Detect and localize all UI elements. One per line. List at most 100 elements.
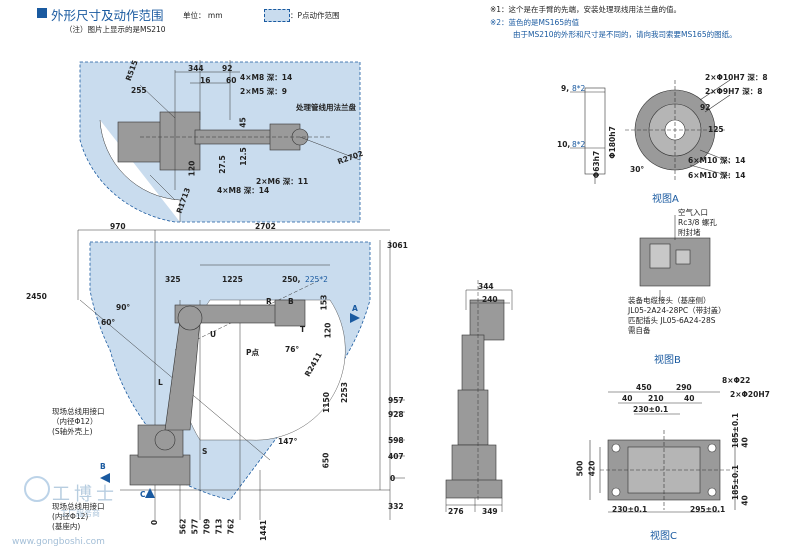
side-b0: 0 bbox=[150, 519, 160, 526]
side-d250: 250, bbox=[282, 275, 301, 284]
vc-h20: 2×Φ20H7 bbox=[730, 390, 770, 399]
va-d10: 10, bbox=[557, 140, 571, 149]
side-d957: 957 bbox=[388, 396, 404, 405]
side-d332: 332 bbox=[388, 502, 404, 511]
top-m6: 2×M6 深：11 bbox=[256, 177, 309, 186]
vc-d40d: 40 bbox=[740, 495, 750, 506]
side-d3061: 3061 bbox=[387, 241, 408, 250]
p-point: P点 bbox=[246, 348, 259, 357]
side-ang147: 147° bbox=[278, 437, 298, 446]
va-d9: 9, bbox=[561, 84, 570, 93]
va-phi63: Φ63h7 bbox=[592, 150, 602, 179]
side-b562: 562 bbox=[178, 518, 188, 535]
front-d344: 344 bbox=[478, 282, 494, 291]
vc-d420: 420 bbox=[587, 460, 597, 477]
top-d92: 92 bbox=[222, 64, 233, 73]
view-arrows bbox=[100, 313, 360, 498]
vc-d185b: 185±0.1 bbox=[731, 464, 741, 501]
top-d12-5: 12.5 bbox=[238, 147, 248, 166]
note-1: ※1：这个是在手臂的先端，安装处理现线用法兰盘的值。 bbox=[490, 5, 682, 14]
side-ang76: 76° bbox=[285, 345, 300, 354]
axis-b: B bbox=[288, 297, 294, 306]
front-d276: 276 bbox=[448, 507, 464, 516]
va-h2: 2×Φ9H7 深：8 bbox=[705, 87, 763, 96]
side-b762: 762 bbox=[226, 518, 236, 535]
watermark-text: 工博士 bbox=[52, 484, 118, 505]
vc-d210: 210 bbox=[648, 394, 664, 403]
side-d225: 225*2 bbox=[305, 275, 328, 284]
view-a-side bbox=[570, 87, 606, 184]
side-d0: 0 bbox=[390, 474, 396, 483]
view-a-label: 视图A bbox=[652, 194, 679, 205]
axis-u: U bbox=[210, 330, 217, 339]
va-phi180: Φ180h7 bbox=[607, 126, 617, 159]
vc-d230b: 230±0.1 bbox=[612, 505, 648, 514]
view-c-label: 视图C bbox=[650, 531, 677, 542]
vc-d40c: 40 bbox=[740, 437, 750, 448]
axis-t: T bbox=[300, 325, 306, 334]
vb-conn: 装备电缆接头（基座侧） JL05-2A24-28PC（带封盖） 匹配插头 JL0… bbox=[628, 296, 726, 335]
vc-d230a: 230±0.1 bbox=[633, 405, 669, 414]
arrow-a-label: A bbox=[352, 304, 358, 313]
range-legend: ：P点动作范围 bbox=[290, 11, 340, 20]
view-c-base bbox=[589, 391, 736, 513]
side-ang90: 90° bbox=[116, 303, 131, 312]
side-d2702: 2702 bbox=[255, 222, 276, 231]
side-d970: 970 bbox=[110, 222, 126, 231]
arrow-b-label: B bbox=[100, 462, 106, 471]
va-m10b: 6×M10 深：14 bbox=[688, 171, 746, 180]
vc-d295: 295±0.1 bbox=[690, 505, 726, 514]
axis-s: S bbox=[202, 447, 208, 456]
top-d45: 45 bbox=[238, 117, 248, 128]
front-d240: 240 bbox=[482, 295, 498, 304]
va-d30: 30° bbox=[630, 165, 645, 174]
side-b577: 577 bbox=[190, 518, 200, 535]
vc-d185a: 185±0.1 bbox=[731, 412, 741, 449]
va-d9b: 8*2 bbox=[572, 84, 586, 93]
note-2a: ※2：蓝色的是MS165的值 bbox=[490, 18, 580, 27]
side-b713: 713 bbox=[214, 518, 224, 535]
note-2b: 由于MS210的外形和尺寸是不同的，请向我司索要MS165的图纸。 bbox=[513, 30, 737, 39]
axis-r: R bbox=[266, 297, 272, 306]
side-d153: 153 bbox=[319, 294, 329, 311]
front-d349: 349 bbox=[482, 507, 498, 516]
top-d16: 16 bbox=[200, 76, 211, 85]
top-m8a: 4×M8 深：14 bbox=[240, 73, 293, 82]
side-d2253: 2253 bbox=[339, 382, 349, 403]
vc-d290: 290 bbox=[676, 383, 692, 392]
watermark-sub: 工厂服务商 bbox=[60, 509, 100, 518]
side-b709: 709 bbox=[202, 518, 212, 535]
range-legend-swatch bbox=[264, 9, 290, 22]
note-sub: （注）图片上显示的是MS210 bbox=[65, 25, 166, 34]
watermark-site: www.gongboshi.com bbox=[12, 537, 105, 547]
watermark-logo-icon bbox=[24, 476, 50, 502]
top-m5: 2×M5 深：9 bbox=[240, 87, 288, 96]
field-line-1: 现场总线用接口 （内径Φ12） (S轴外壳上) bbox=[52, 407, 105, 436]
vc-d500: 500 bbox=[575, 460, 585, 477]
vb-air: 空气入口 Rc3/8 螺孔 附封堵 bbox=[678, 208, 717, 237]
side-d598: 598 bbox=[388, 436, 404, 445]
view-b-base bbox=[639, 215, 711, 300]
side-b1441: 1441 bbox=[258, 520, 268, 541]
top-d120: 120 bbox=[187, 160, 197, 177]
side-d650: 650 bbox=[321, 452, 331, 469]
top-flange-label: 处理管线用法兰盘 bbox=[296, 103, 356, 112]
arrow-c-label: C bbox=[140, 490, 146, 499]
top-view-robot bbox=[117, 111, 309, 171]
front-view-robot bbox=[445, 299, 505, 499]
side-d1225: 1225 bbox=[222, 275, 243, 284]
side-view-robot bbox=[129, 299, 306, 486]
side-ang60: 60° bbox=[101, 318, 116, 327]
va-d10b: 8*2 bbox=[572, 140, 586, 149]
side-d407: 407 bbox=[388, 452, 404, 461]
unit-label: 单位： mm bbox=[183, 11, 223, 20]
field-line-2: 现场总线用接口 (内径Φ12) (基座内) bbox=[52, 502, 105, 531]
side-d2450: 2450 bbox=[26, 292, 47, 301]
vc-h22: 8×Φ22 bbox=[722, 376, 751, 385]
title-marker bbox=[37, 8, 47, 18]
va-m10a: 6×M10 深：14 bbox=[688, 156, 746, 165]
side-d325: 325 bbox=[165, 275, 181, 284]
va-d125: 125 bbox=[708, 125, 724, 134]
